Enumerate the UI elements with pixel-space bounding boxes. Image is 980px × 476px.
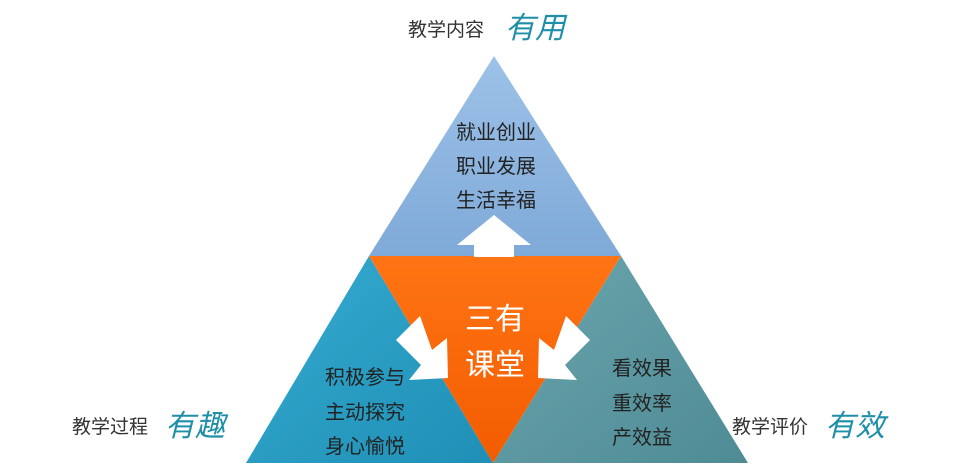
left-line-1: 积极参与 (325, 365, 405, 389)
right-accent: 有效 (825, 409, 889, 444)
up-arrow-icon (457, 215, 531, 257)
top-line-3: 生活幸福 (456, 188, 536, 212)
top-line-2: 职业发展 (456, 154, 536, 178)
right-line-1: 看效果 (612, 356, 672, 380)
right-triangle (493, 256, 748, 463)
top-triangle (369, 56, 621, 256)
center-line-1: 三有 (465, 302, 525, 337)
down-right-arrow-icon (538, 316, 590, 380)
left-line-3: 身心愉悦 (325, 434, 405, 458)
right-line-3: 产效益 (612, 425, 672, 449)
right-label: 教学评价 (732, 416, 808, 438)
center-triangle (369, 256, 621, 463)
center-line-2: 课堂 (465, 348, 525, 383)
left-label: 教学过程 (72, 416, 148, 438)
left-triangle (246, 256, 493, 463)
right-line-2: 重效率 (612, 391, 672, 415)
left-line-2: 主动探究 (325, 400, 405, 424)
down-left-arrow-icon (396, 316, 448, 380)
top-label: 教学内容 (408, 19, 484, 41)
top-accent: 有用 (505, 11, 568, 46)
left-accent: 有趣 (165, 409, 229, 444)
top-line-1: 就业创业 (456, 120, 536, 144)
